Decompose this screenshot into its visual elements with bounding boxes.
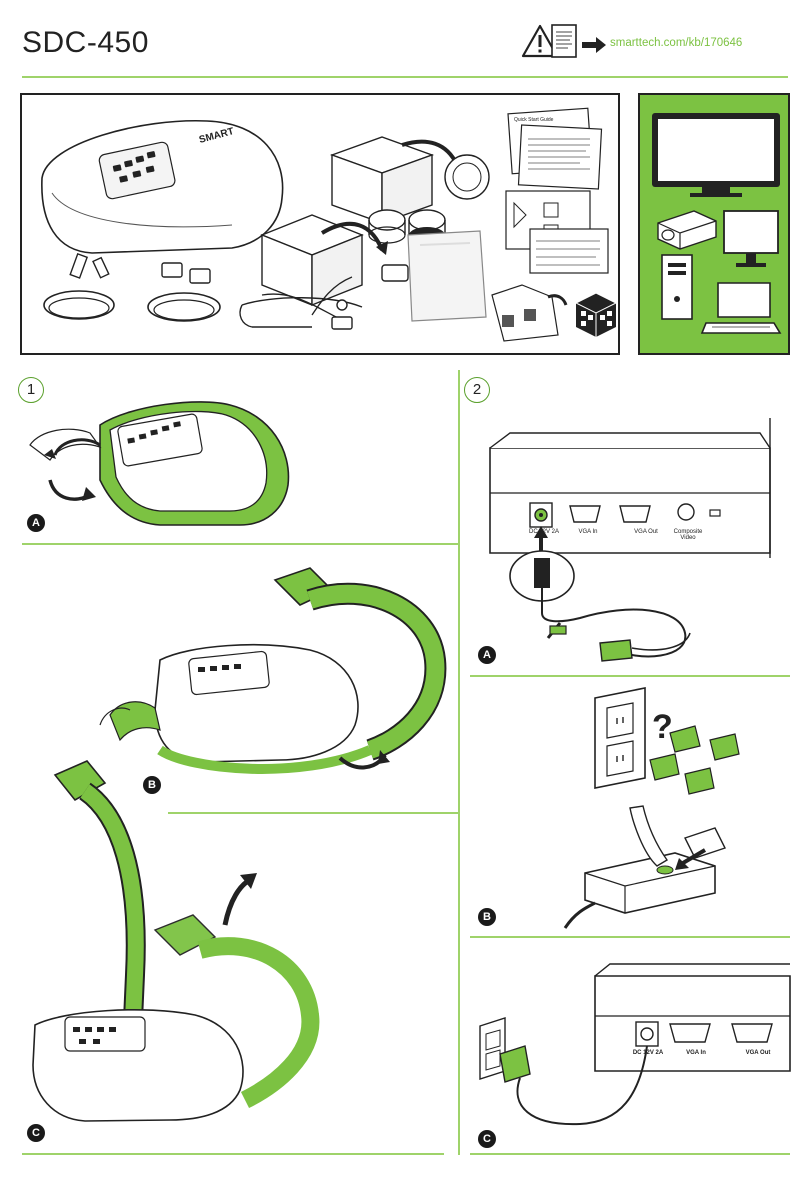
step1-divider-ab: [22, 543, 458, 545]
plug-adapters-icon: [491, 284, 568, 342]
usb-cable-icon: [43, 252, 115, 320]
document-icon: [551, 24, 577, 58]
kb-link[interactable]: smarttech.com/kb/170646: [610, 37, 743, 49]
column-divider: [458, 370, 460, 1155]
composite-port-label: Composite Video: [673, 529, 703, 541]
page-title: SDC-450: [22, 26, 149, 59]
step-1c-badge: C: [27, 1124, 45, 1142]
step-1a-badge: A: [27, 514, 45, 532]
step1b-camera-illustration: [99, 567, 447, 774]
ac-adapter-icon: [239, 297, 363, 330]
footer-divider-right: [470, 1153, 790, 1155]
vga-out-port-label-bottom: VGA Out: [745, 1050, 771, 1056]
protective-sleeve-icon: [407, 230, 487, 322]
step-2b-badge: B: [478, 908, 496, 926]
quick-start-title: Quick Start Guide: [514, 117, 554, 123]
cube-icon: [574, 292, 618, 337]
step-1-badge: 1: [18, 377, 44, 403]
dc-port-label-bottom: DC 12V 2A: [632, 1050, 664, 1056]
step2c-rear-panel: [479, 963, 791, 1126]
question-mark: ?: [652, 708, 673, 746]
kit-contents-panel: SMART: [20, 93, 620, 355]
vga-in-port-label-bottom: VGA In: [686, 1050, 706, 1056]
vga-cable-icon: [147, 262, 221, 322]
arrow-right-icon: [582, 37, 606, 53]
desktop-computer-icon: [661, 254, 693, 320]
monitor-icon: [723, 210, 779, 267]
step-2a-badge: A: [478, 646, 496, 664]
projector-icon: [657, 210, 717, 250]
step-2-badge: 2: [464, 377, 490, 403]
step2-divider-bc: [470, 936, 790, 938]
header-divider: [22, 76, 788, 78]
step-1b-badge: B: [143, 776, 161, 794]
power-box-illustration: [260, 136, 490, 321]
step1c-camera-illustration: [32, 760, 320, 1122]
dc-port-label: DC 12V 2A: [528, 529, 559, 535]
step2-divider-ab: [470, 675, 790, 677]
laptop-icon: [700, 282, 782, 334]
vga-out-port-label: VGA Out: [634, 529, 658, 535]
step1a-camera-illustration: [29, 401, 290, 526]
quick-start-documents-icon: Quick Start Guide: [505, 107, 609, 274]
step2a-rear-panel: [489, 418, 771, 662]
step2b-outlet-illustration: ?: [563, 687, 740, 929]
required-equipment-panel: [638, 93, 790, 355]
step-2c-badge: C: [478, 1130, 496, 1148]
document-camera-illustration: SMART: [41, 119, 284, 254]
step1-divider-bc: [168, 812, 458, 814]
warning-icon: [521, 24, 559, 58]
footer-divider-left: [22, 1153, 444, 1155]
vga-in-port-label: VGA In: [578, 529, 598, 535]
display-icon: [652, 113, 780, 197]
